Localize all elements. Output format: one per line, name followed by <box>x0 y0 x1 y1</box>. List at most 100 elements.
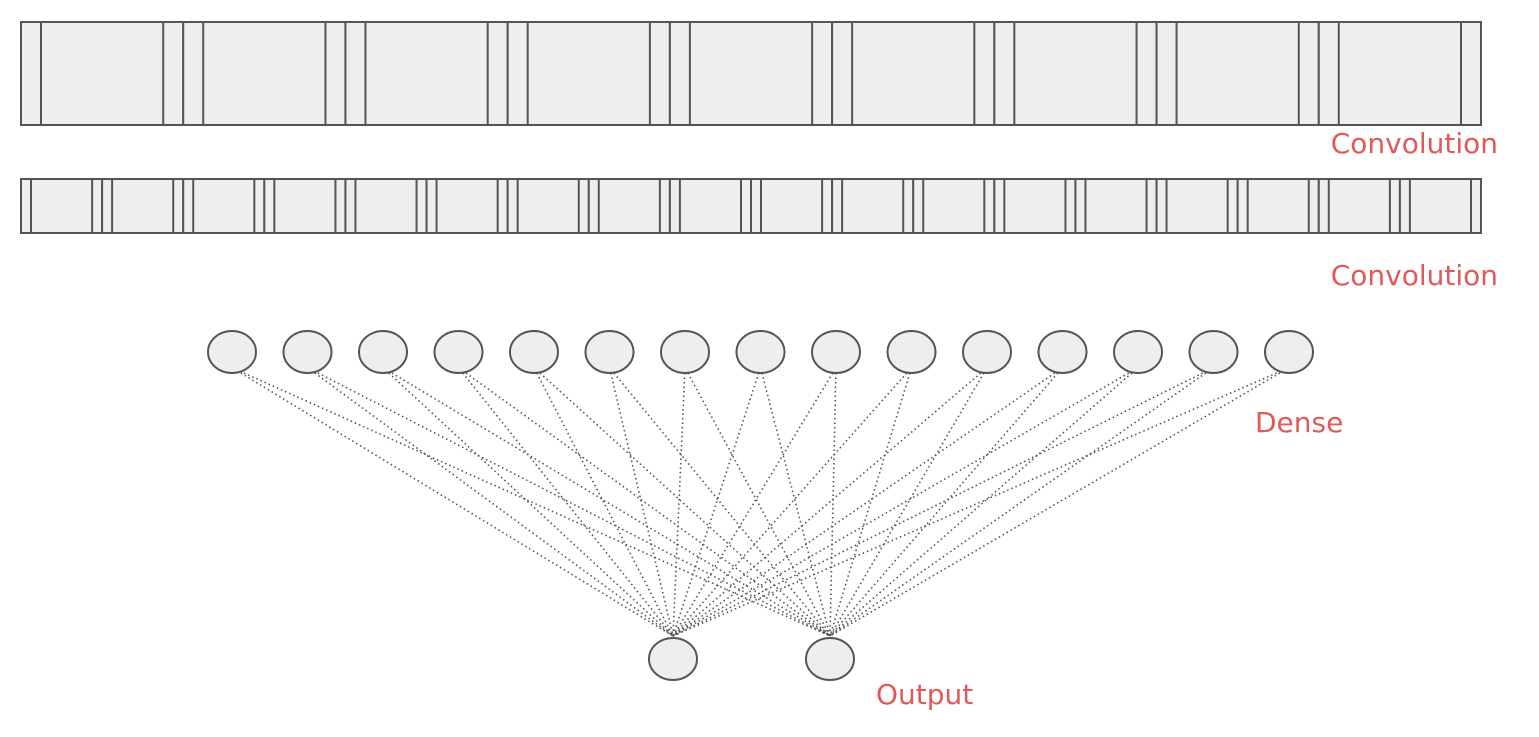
dense-layer <box>207 330 1314 374</box>
conv2-filter-body <box>1398 178 1483 234</box>
conv1-filter <box>344 21 509 126</box>
conv2-filter-body <box>506 178 590 234</box>
dense-neuron <box>735 330 786 374</box>
dense-neuron <box>433 330 484 374</box>
conv2-filter <box>587 178 671 234</box>
dense-output-connection <box>672 372 982 637</box>
output-neuron <box>805 637 855 681</box>
conv2-filter-body <box>587 178 671 234</box>
dense-neuron <box>358 330 408 374</box>
dense-output-connection <box>465 372 831 637</box>
conv1-filter <box>1317 21 1483 126</box>
conv2-filter-body <box>1155 178 1239 234</box>
conv2-filter <box>1398 178 1483 234</box>
conv2-filter <box>101 178 185 234</box>
conv2-filter <box>425 178 509 234</box>
conv1-filter <box>182 21 347 126</box>
dense-to-output-connections <box>240 372 1281 637</box>
conv2-filter-body <box>1317 178 1401 234</box>
conv2-filter-body <box>20 178 104 234</box>
conv2-filter <box>344 178 428 234</box>
conv1-filter-body <box>506 21 671 126</box>
conv1-filter-body <box>831 21 996 126</box>
dense-output-connection <box>672 372 908 637</box>
conv2-filter-body <box>1074 178 1158 234</box>
dense-output-connection <box>539 372 831 637</box>
dense-neuron <box>1113 330 1163 374</box>
dense-neuron <box>1188 330 1239 374</box>
conv2-filter-body <box>912 178 996 234</box>
conv2-filter-body <box>425 178 509 234</box>
dense-output-connection <box>609 372 674 637</box>
dense-output-connection <box>672 372 760 637</box>
convolution-layer-1 <box>20 21 1483 126</box>
conv2-filter <box>1155 178 1239 234</box>
conv2-filter-body <box>182 178 266 234</box>
dense-output-connection <box>829 372 985 637</box>
conv1-filter <box>1155 21 1320 126</box>
dense-output-connection <box>240 372 674 637</box>
conv2-filter-body <box>101 178 185 234</box>
conv2-filter <box>182 178 266 234</box>
dense-neuron <box>886 330 937 374</box>
dense-neuron <box>1037 330 1088 374</box>
conv1-filter-body <box>993 21 1158 126</box>
dense-output-connection <box>687 372 831 637</box>
dense-label: Dense <box>1255 406 1343 439</box>
conv1-filter-body <box>1317 21 1483 126</box>
conv2-filter-body <box>1236 178 1320 234</box>
convolution-label-2: Convolution <box>1331 259 1498 292</box>
conv2-filter <box>20 178 104 234</box>
conv2-filter-body <box>344 178 428 234</box>
dense-neuron <box>509 330 559 374</box>
dense-output-connection <box>672 372 686 637</box>
dense-output-connection <box>829 372 1059 637</box>
dense-neuron <box>282 330 333 374</box>
conv2-filter-body <box>750 178 834 234</box>
dense-neuron <box>584 330 635 374</box>
conv1-filter-body <box>344 21 509 126</box>
dense-output-connection <box>672 372 1277 637</box>
conv2-filter <box>1317 178 1401 234</box>
conv1-filter-body <box>668 21 834 126</box>
dense-output-connection <box>761 372 831 637</box>
conv2-filter-body <box>668 178 753 234</box>
conv1-filter <box>993 21 1158 126</box>
conv1-filter <box>831 21 996 126</box>
dense-output-connection <box>829 372 1281 637</box>
dense-neuron <box>1264 330 1314 374</box>
dense-output-connection <box>672 372 834 637</box>
dense-output-connection <box>613 372 831 637</box>
output-neuron <box>648 637 698 681</box>
conv1-filter <box>20 21 185 126</box>
conv2-filter <box>263 178 347 234</box>
conv2-filter <box>506 178 590 234</box>
conv1-filter-body <box>182 21 347 126</box>
dense-output-connection <box>317 372 831 637</box>
dense-output-connection <box>829 372 911 637</box>
conv2-filter <box>993 178 1077 234</box>
dense-output-connection <box>829 372 1133 637</box>
convolution-label-1: Convolution <box>1331 127 1498 160</box>
dense-output-connection <box>829 372 837 637</box>
convolution-layer-2 <box>20 178 1483 234</box>
conv2-filter-body <box>831 178 915 234</box>
conv2-filter <box>750 178 834 234</box>
conv2-filter-body <box>263 178 347 234</box>
dense-output-connection <box>829 372 1207 637</box>
conv1-filter-body <box>20 21 185 126</box>
output-layer <box>648 637 855 681</box>
conv1-filter <box>506 21 671 126</box>
conv2-filter <box>1074 178 1158 234</box>
dense-neuron <box>962 330 1012 374</box>
conv2-filter <box>912 178 996 234</box>
dense-neuron <box>811 330 861 374</box>
conv2-filter <box>668 178 753 234</box>
conv2-filter <box>831 178 915 234</box>
dense-neuron <box>660 330 710 374</box>
output-label: Output <box>876 678 973 711</box>
dense-neuron <box>207 330 257 374</box>
dense-output-connection <box>388 372 674 637</box>
conv1-filter-body <box>1155 21 1320 126</box>
